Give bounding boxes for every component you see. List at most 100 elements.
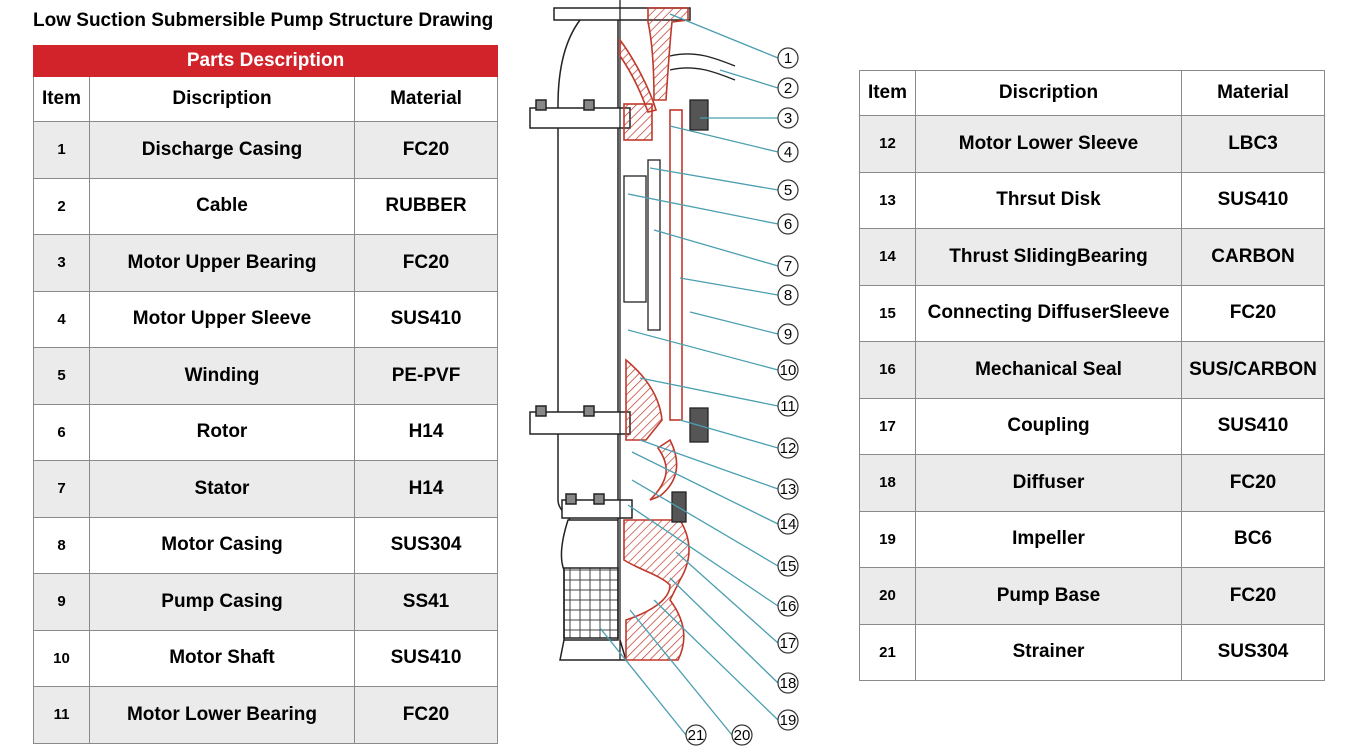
item-number: 7: [33, 460, 90, 518]
callout-leader-line: [649, 167, 779, 191]
part-description: Coupling: [915, 397, 1182, 455]
part-description: Stator: [89, 460, 355, 518]
item-number: 3: [33, 234, 90, 292]
item-number: 20: [859, 567, 916, 625]
part-description: Discharge Casing: [89, 121, 355, 179]
part-description: Motor Lower Bearing: [89, 686, 355, 744]
callout-number: 19: [780, 712, 797, 729]
callout-circle: [777, 77, 799, 99]
callout-leader-line: [675, 551, 779, 644]
callout-circle: [777, 141, 799, 163]
part-material: LBC3: [1181, 115, 1325, 173]
part-material: SUS/CARBON: [1181, 341, 1325, 399]
part-description: Motor Shaft: [89, 629, 355, 687]
callout-circle: [777, 478, 799, 500]
item-number: 15: [859, 284, 916, 342]
part-description: Pump Base: [915, 567, 1182, 625]
callout-leader-line: [627, 329, 779, 371]
callout-number: 12: [780, 440, 797, 457]
item-number: 6: [33, 403, 90, 461]
item-number: 17: [859, 397, 916, 455]
callout-circle: [777, 47, 799, 69]
part-material: FC20: [1181, 284, 1325, 342]
part-material: SUS410: [1181, 397, 1325, 455]
item-number: 2: [33, 177, 90, 235]
part-material: FC20: [353, 234, 499, 292]
part-material: SUS304: [1181, 623, 1325, 681]
part-material: FC20: [353, 121, 499, 179]
item-number: 12: [859, 115, 916, 173]
callout-leader-line: [639, 377, 779, 407]
part-material: FC20: [1181, 567, 1325, 625]
callout-circle: [777, 213, 799, 235]
callout-circle: [777, 513, 799, 535]
callout-leader-line: [629, 609, 733, 736]
callout-leader-line: [679, 277, 779, 296]
col-header-material: Material: [1181, 70, 1325, 116]
parts-description-band: Parts Description: [32, 45, 499, 77]
part-description: Motor Lower Sleeve: [915, 115, 1182, 173]
col-header-item: Item: [859, 70, 916, 116]
item-number: 10: [33, 629, 90, 687]
item-number: 18: [859, 454, 916, 512]
part-description: Motor Upper Bearing: [89, 234, 355, 292]
item-number: 1: [33, 121, 90, 179]
item-number: 4: [33, 290, 90, 348]
part-material: FC20: [353, 686, 499, 744]
part-description: Diffuser: [915, 454, 1182, 512]
callout-leader-line: [653, 599, 779, 721]
callout-number: 15: [780, 558, 797, 575]
callout-circle: [777, 709, 799, 731]
callout-leader-line: [631, 451, 779, 525]
part-description: Thrsut Disk: [915, 171, 1182, 229]
callout-circle: [777, 555, 799, 577]
callout-leader-line: [653, 229, 779, 267]
callout-number: 7: [784, 258, 792, 275]
part-material: SUS410: [353, 290, 499, 348]
callout-circle: [777, 179, 799, 201]
callout-number: 3: [784, 110, 792, 127]
callout-number: 10: [780, 362, 797, 379]
callout-circle: [777, 632, 799, 654]
item-number: 8: [33, 516, 90, 574]
part-description: Connecting DiffuserSleeve: [915, 284, 1182, 342]
callout-number: 4: [784, 144, 792, 161]
item-number: 19: [859, 510, 916, 568]
col-header-material: Material: [353, 76, 499, 122]
callout-circle: [777, 437, 799, 459]
item-number: 5: [33, 347, 90, 405]
callout-number: 13: [780, 481, 797, 498]
callout-leader-line: [669, 577, 779, 684]
callout-number: 14: [780, 516, 797, 533]
callout-leader-line: [669, 13, 779, 59]
part-description: Motor Casing: [89, 516, 355, 574]
part-material: SS41: [353, 573, 499, 631]
callout-number: 8: [784, 287, 792, 304]
callout-circle: [777, 284, 799, 306]
callout-leader-line: [639, 439, 779, 490]
callout-leader-line: [719, 69, 779, 89]
col-header-item: Item: [33, 76, 90, 122]
item-number: 11: [33, 686, 90, 744]
part-description: Mechanical Seal: [915, 341, 1182, 399]
part-description: Strainer: [915, 623, 1182, 681]
part-material: FC20: [1181, 454, 1325, 512]
part-description: Motor Upper Sleeve: [89, 290, 355, 348]
callout-circle: [777, 672, 799, 694]
callout-circle: [777, 395, 799, 417]
